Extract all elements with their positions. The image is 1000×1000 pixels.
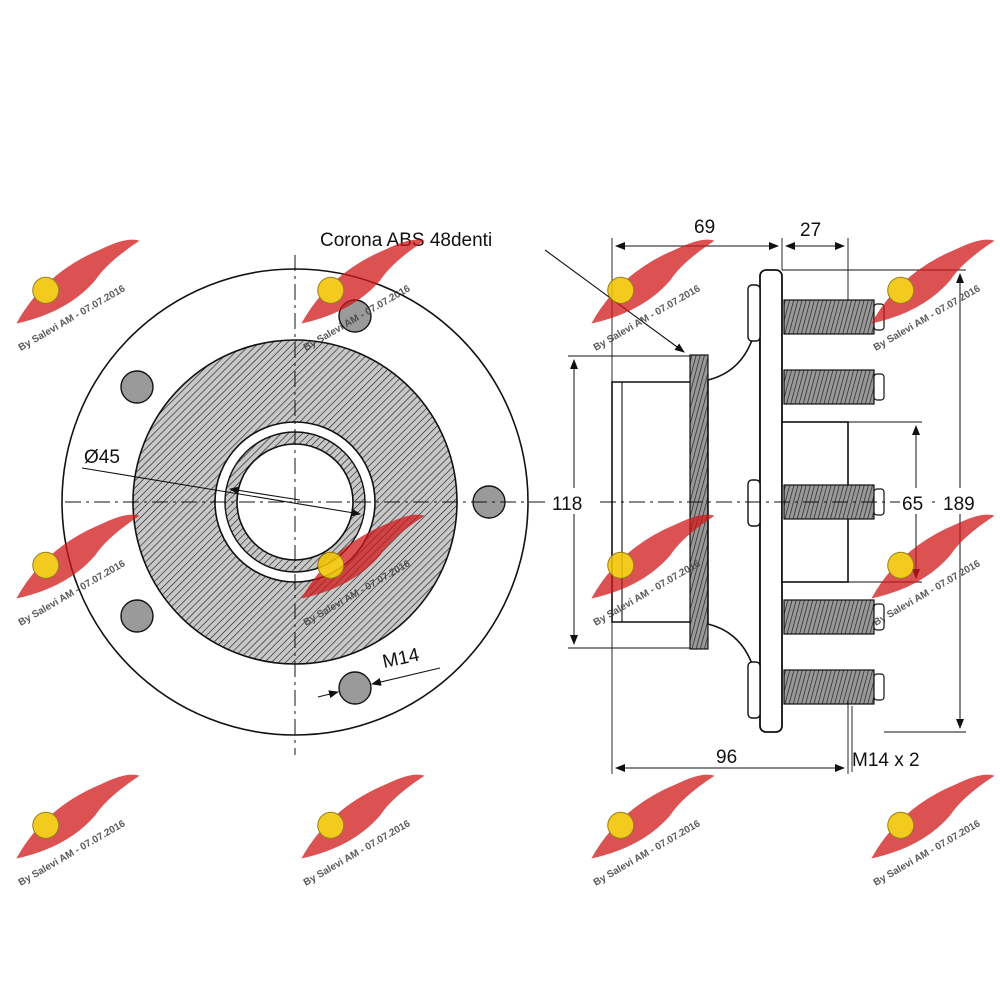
watermark-badge — [607, 551, 635, 579]
dim-189-label: 189 — [943, 494, 975, 515]
watermark-badge — [317, 276, 345, 304]
wheel-studs — [783, 299, 885, 705]
stud-tip — [873, 603, 885, 631]
stud-tip — [873, 373, 885, 401]
watermark-stamp: By Salevi AM - 07.07.2016 — [591, 774, 715, 889]
watermark-badge — [887, 276, 915, 304]
side-view: 118 96 69 27 65 189 M14 x 2 — [548, 217, 984, 774]
dim-96-label: 96 — [716, 747, 737, 768]
bore-diameter-arrow — [229, 486, 301, 501]
watermarks: By Salevi AM - 07.07.2016 By Salevi AM - … — [16, 239, 995, 889]
stud — [783, 599, 875, 635]
dim-27-label: 27 — [800, 220, 821, 241]
stud-hole — [338, 671, 372, 705]
flange-boss-top — [747, 284, 761, 342]
stud-tip — [873, 673, 885, 701]
thread-arrow — [317, 690, 339, 699]
stud — [783, 299, 875, 335]
watermark-stamp: By Salevi AM - 07.07.2016 — [16, 239, 140, 354]
flange-side — [759, 269, 783, 733]
watermark-badge — [607, 811, 635, 839]
stud-hole — [120, 370, 154, 404]
watermark-badge — [887, 551, 915, 579]
stud-thread-label: M14 x 2 — [852, 750, 920, 771]
bore-diameter-label: Ø45 — [84, 447, 120, 468]
watermark-stamp: By Salevi AM - 07.07.2016 — [301, 774, 425, 889]
dim-118-label-bg — [548, 488, 598, 514]
dim-118-label: 118 — [552, 494, 582, 515]
watermark-stamp: By Salevi AM - 07.07.2016 — [591, 239, 715, 354]
dim-65-label: 65 — [902, 494, 923, 515]
watermark-badge — [32, 551, 60, 579]
abs-ring-label: Corona ABS 48denti — [320, 230, 492, 251]
thread-leader-line — [371, 667, 441, 686]
watermark-badge — [607, 276, 635, 304]
thread-label-front: M14 — [381, 645, 422, 673]
flange-boss-bottom — [747, 661, 761, 719]
stud — [783, 484, 875, 520]
watermark-badge — [887, 811, 915, 839]
stud — [783, 369, 875, 405]
dim-65-label-bg — [900, 488, 932, 514]
stud — [783, 669, 875, 705]
watermark-stamp: By Salevi AM - 07.07.2016 — [16, 774, 140, 889]
dim-69-label: 69 — [694, 217, 715, 238]
watermark-stamp: By Salevi AM - 07.07.2016 — [871, 774, 995, 889]
watermark-badge — [317, 551, 345, 579]
dim-189-label-bg — [940, 488, 984, 514]
watermark-badge — [32, 811, 60, 839]
flange-boss-mid — [747, 479, 761, 527]
front-view: Ø45 M14 — [61, 255, 550, 755]
watermark-badge — [32, 276, 60, 304]
bore-diameter-leader — [81, 467, 361, 517]
stud-hole — [120, 599, 154, 633]
watermark-badge — [317, 811, 345, 839]
